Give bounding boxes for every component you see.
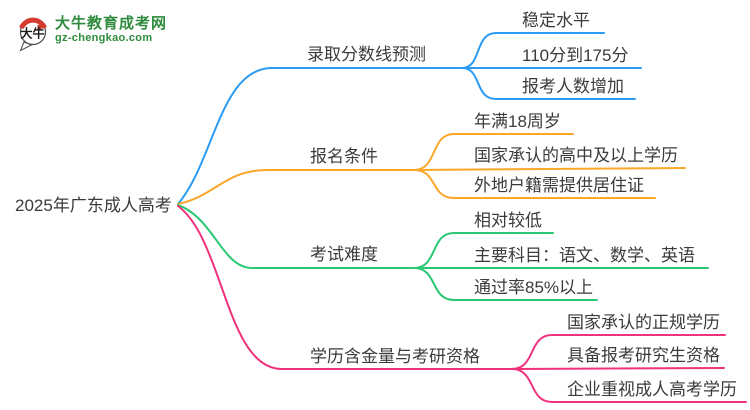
subtopic-line-pass-rate bbox=[413, 267, 598, 301]
subtopic-label-age-requirement: 年满18周岁 bbox=[474, 112, 561, 131]
branch-label-degree-value: 学历含金量与考研资格 bbox=[310, 347, 480, 366]
subtopic-line-relatively-low bbox=[413, 232, 554, 269]
logo-title: 大牛教育成考网 bbox=[55, 15, 168, 32]
subtopic-label-main-subjects: 主要科目：语文、数学、英语 bbox=[474, 246, 695, 265]
subtopic-line-employer-recognition bbox=[511, 368, 747, 403]
logo-bubble-icon: 大牛 bbox=[19, 17, 47, 52]
subtopic-label-score-range: 110分到175分 bbox=[522, 46, 629, 65]
branch-line-registration-conditions bbox=[177, 169, 415, 205]
branch-line-score-prediction bbox=[177, 67, 463, 205]
central-topic: 2025年广东成人高考 bbox=[15, 196, 172, 215]
subtopic-line-residence-permit bbox=[413, 169, 656, 199]
subtopic-label-recognized-degree: 国家承认的正规学历 bbox=[567, 313, 720, 332]
subtopic-line-age-requirement bbox=[413, 133, 574, 171]
subtopic-line-education-requirement bbox=[413, 167, 686, 171]
branch-label-exam-difficulty: 考试难度 bbox=[310, 245, 378, 264]
logo-icon-text: 大牛 bbox=[20, 26, 44, 41]
branch-label-score-prediction: 录取分数线预测 bbox=[307, 45, 426, 64]
subtopic-label-employer-recognition: 企业重视成人高考学历 bbox=[567, 380, 737, 399]
branch-label-registration-conditions: 报名条件 bbox=[310, 147, 378, 166]
subtopic-label-residence-permit: 外地户籍需提供居住证 bbox=[474, 176, 644, 195]
logo-domain: gz-chengkao.com bbox=[55, 32, 153, 44]
subtopic-line-applicants-increase bbox=[461, 67, 636, 100]
subtopic-line-stable-level bbox=[461, 32, 605, 69]
subtopic-label-relatively-low: 相对较低 bbox=[474, 211, 542, 230]
site-logo: 大牛 大牛教育成考网 gz-chengkao.com bbox=[18, 15, 167, 53]
subtopic-label-education-requirement: 国家承认的高中及以上学历 bbox=[474, 146, 678, 165]
subtopic-line-postgraduate-eligibility bbox=[511, 367, 725, 370]
logo-text-block: 大牛教育成考网 gz-chengkao.com bbox=[55, 15, 167, 45]
subtopic-label-stable-level: 稳定水平 bbox=[522, 11, 590, 30]
subtopic-label-postgraduate-eligibility: 具备报考研究生资格 bbox=[567, 346, 720, 365]
branch-line-exam-difficulty bbox=[177, 204, 415, 269]
branch-line-degree-value bbox=[177, 205, 513, 370]
subtopic-label-applicants-increase: 报考人数增加 bbox=[522, 77, 624, 96]
subtopic-label-pass-rate: 通过率85%以上 bbox=[474, 278, 594, 297]
subtopic-line-recognized-degree bbox=[511, 334, 726, 370]
